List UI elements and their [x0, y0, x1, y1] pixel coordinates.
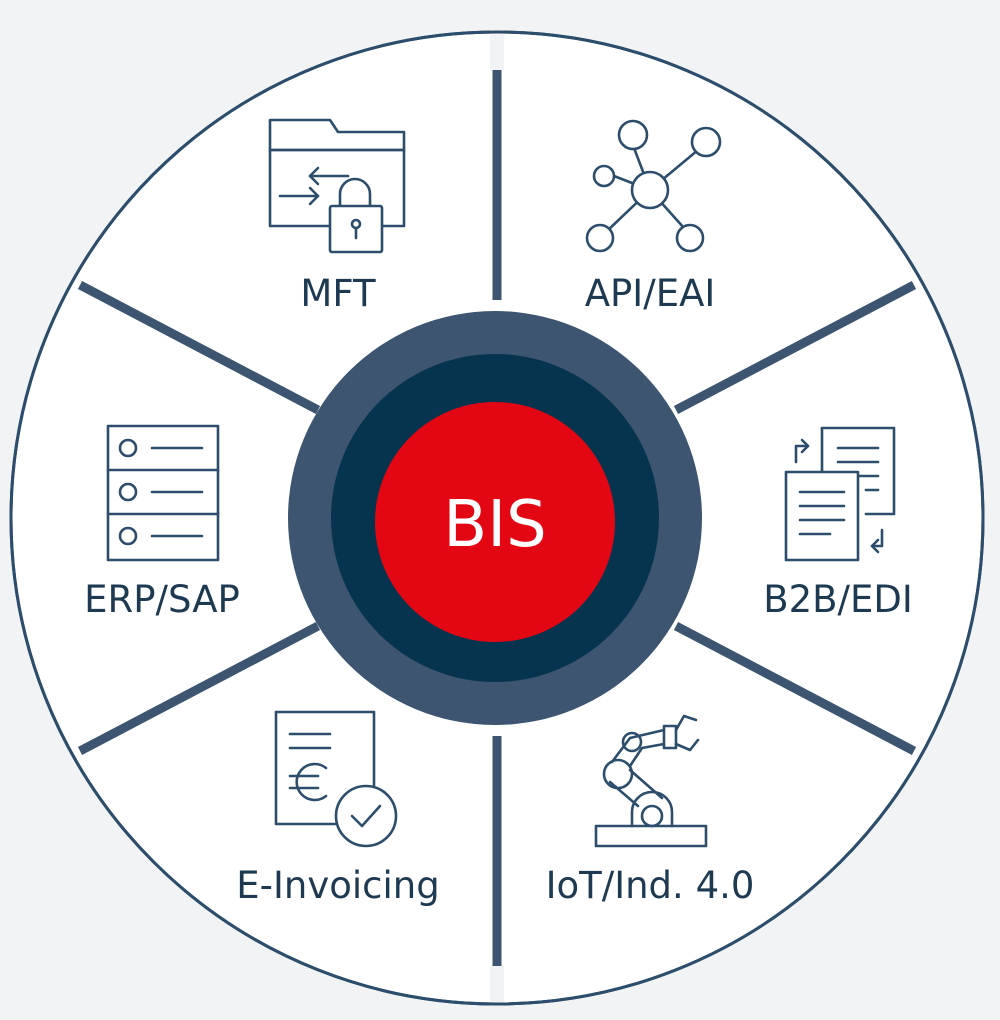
folder-lock-transfer-icon — [268, 118, 406, 254]
wheel-rim — [9, 30, 985, 1006]
server-list-icon — [106, 424, 220, 562]
segment-label-b2b-edi: B2B/EDI — [763, 578, 913, 621]
robot-arm-icon — [594, 714, 708, 848]
center-label: BIS — [443, 488, 546, 562]
document-exchange-icon — [784, 426, 896, 562]
invoice-check-icon — [274, 710, 398, 848]
rim-gaps — [490, 30, 504, 1006]
divider-lower-right — [673, 622, 917, 755]
wheel-dividers — [77, 32, 917, 1004]
segment-label-erp-sap: ERP/SAP — [84, 578, 240, 621]
segment-label-e-invoicing: E-Invoicing — [236, 864, 439, 907]
divider-lower-left — [77, 622, 321, 755]
segment-label-iot: IoT/Ind. 4.0 — [546, 864, 755, 907]
core-circle — [375, 402, 615, 642]
divider-upper-right — [673, 281, 917, 414]
segment-label-api-eai: API/EAI — [585, 272, 716, 315]
network-nodes-icon — [585, 119, 722, 253]
segment-label-mft: MFT — [300, 272, 376, 315]
divider-upper-left — [77, 281, 321, 414]
